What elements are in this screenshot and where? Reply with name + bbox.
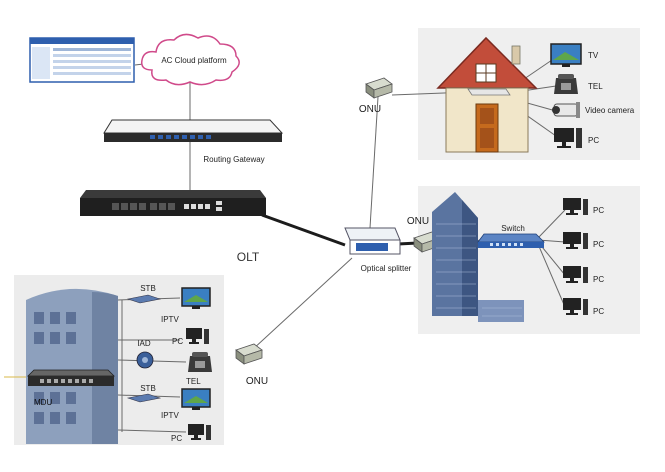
mdu-iptv-top-label: IPTV: [161, 315, 179, 324]
management-screenshot: [29, 37, 135, 83]
office-pc-label-2: PC: [593, 240, 604, 249]
onu-home-label: ONU: [359, 104, 381, 115]
splitter-label: Optical splitter: [361, 264, 412, 273]
mdu-switch-device: [27, 369, 115, 386]
pc-icon: [563, 266, 588, 283]
fiber-splitter-home-onu: [369, 96, 379, 229]
home-device-label-tv: TV: [588, 51, 599, 60]
onu-mdu-icon: [235, 343, 263, 365]
connection-lines: [4, 59, 566, 433]
mdu-stb-top-label: STB: [140, 284, 156, 293]
iad-label: IAD: [137, 339, 151, 348]
pc-icon: [563, 298, 588, 315]
tv-icon: [181, 388, 211, 410]
mdu-pc-bottom-label: PC: [171, 434, 182, 443]
mdu-building-icon: [26, 288, 118, 444]
telephone-icon: [188, 352, 212, 372]
home-device-label-pc: PC: [588, 136, 599, 145]
mdu-pc-mid-label: PC: [172, 337, 183, 346]
house-icon: [436, 36, 538, 153]
onu-office-label: ONU: [407, 216, 429, 227]
pc-icon: [563, 198, 588, 215]
mdu-stb-bottom-label: STB: [140, 384, 156, 393]
cloud-label: AC Cloud platform: [161, 56, 227, 65]
office-pc-label-1: PC: [593, 206, 604, 215]
network-switch-icon: [477, 233, 545, 248]
cloud-icon: [140, 33, 240, 86]
pc-icon: [563, 232, 588, 249]
pc-icon: [554, 128, 582, 148]
gateway-label: Routing Gateway: [203, 155, 264, 164]
iad-device-icon: [136, 351, 154, 369]
mdu-tel-label: TEL: [186, 377, 201, 386]
set-top-box-icon: [126, 393, 162, 403]
optical-splitter-device: [344, 227, 401, 255]
tv-icon: [181, 287, 211, 309]
pc-icon: [186, 328, 209, 344]
switch-label: Switch: [501, 224, 525, 233]
olt-label: OLT: [237, 250, 260, 264]
office-pc-label-3: PC: [593, 275, 604, 284]
pc-icon: [188, 424, 211, 440]
office-building-icon: [432, 192, 524, 322]
fiber-olt-splitter: [261, 213, 346, 247]
set-top-box-icon: [126, 294, 162, 304]
olt-device: [80, 190, 266, 216]
video-camera-icon: [552, 102, 580, 118]
mdu-label: MDU: [34, 398, 52, 407]
onu-mdu-label: ONU: [246, 376, 268, 387]
home-device-label-camera: Video camera: [585, 106, 635, 115]
fiber-splitter-mdu-onu: [251, 257, 353, 351]
tv-icon: [550, 43, 582, 67]
onu-home-icon: [365, 77, 393, 99]
mdu-iptv-bottom-label: IPTV: [161, 411, 179, 420]
office-pc-label-4: PC: [593, 307, 604, 316]
routing-gateway-device: [103, 119, 284, 142]
home-device-label-tel: TEL: [588, 82, 603, 91]
telephone-icon: [554, 74, 578, 94]
